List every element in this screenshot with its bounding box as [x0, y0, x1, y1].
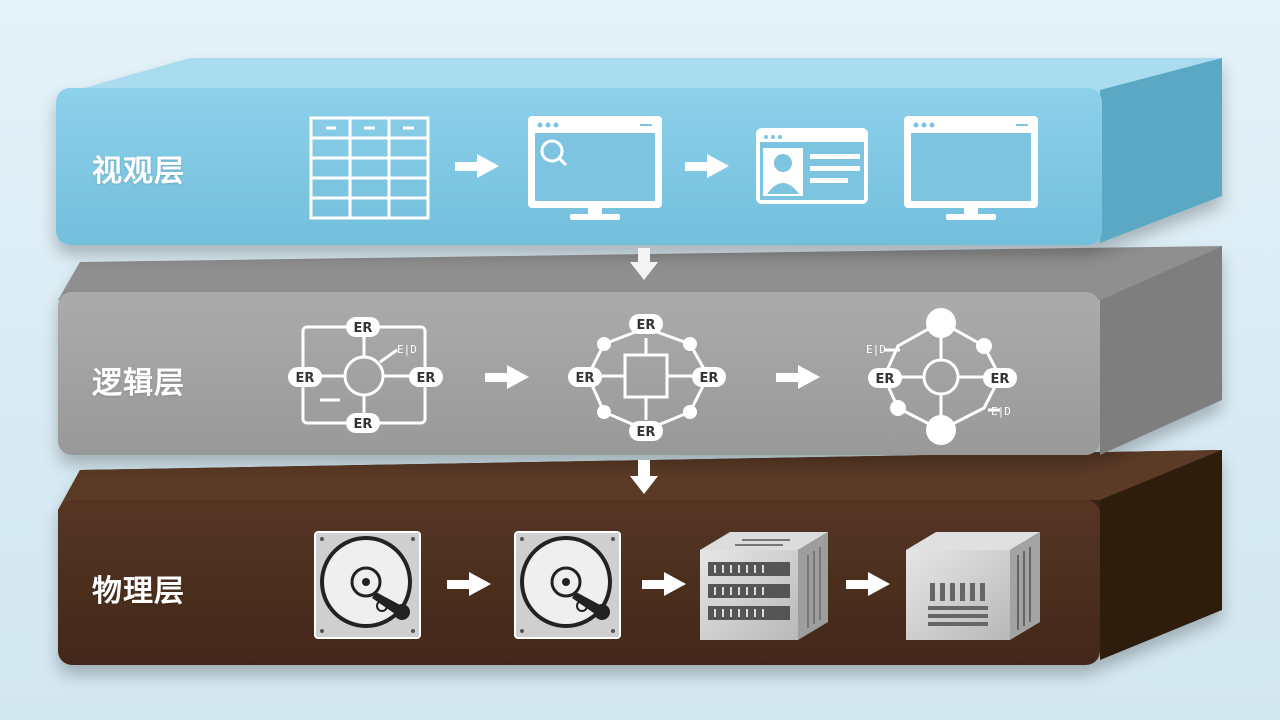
er-node: ER	[629, 421, 663, 441]
arrow-right-icon	[447, 572, 491, 596]
er-node: ER	[692, 367, 726, 387]
svg-text:ER: ER	[417, 371, 436, 386]
arrow-right-icon	[642, 572, 686, 596]
svg-text:ER: ER	[296, 371, 315, 386]
er-node: ER	[868, 368, 902, 388]
hard-drive-icon	[314, 531, 421, 639]
layer-label-physical: 物理层	[92, 574, 185, 609]
er-node: ER	[568, 367, 602, 387]
svg-text:E|D: E|D	[397, 343, 417, 356]
arrow-right-icon	[485, 365, 529, 389]
svg-text:E|D: E|D	[991, 405, 1011, 418]
er-diagram-2: ER ER ER ER	[568, 314, 726, 441]
svg-text:ER: ER	[991, 372, 1010, 387]
svg-text:ER: ER	[354, 417, 373, 432]
server-box-icon	[906, 532, 1040, 640]
er-diagram-3: E|D E|D ER ER	[866, 308, 1017, 445]
layer-label-logic: 逻辑层	[92, 366, 185, 401]
monitor-search-icon	[528, 116, 662, 220]
er-node: ER	[629, 314, 663, 334]
svg-text:ER: ER	[637, 318, 656, 333]
down-arrow-logic-to-physical	[630, 460, 658, 494]
arrow-right-icon	[685, 154, 729, 178]
svg-text:ER: ER	[354, 321, 373, 336]
er-node: ER	[288, 367, 322, 387]
down-arrow-view-to-logic	[630, 248, 658, 280]
server-rack-icon	[700, 532, 828, 640]
layer-label-view: 视观层	[92, 154, 185, 189]
table-icon	[309, 116, 430, 220]
hard-drive-icon	[514, 531, 621, 639]
er-node: ER	[346, 413, 380, 433]
monitor-icon	[904, 116, 1038, 220]
svg-text:ER: ER	[876, 372, 895, 387]
er-diagram-1: E|D ER ER ER ER	[288, 317, 443, 433]
er-node: ER	[983, 368, 1017, 388]
svg-text:ER: ER	[637, 425, 656, 440]
arrow-right-icon	[455, 154, 499, 178]
arrow-right-icon	[776, 365, 820, 389]
er-node: ER	[346, 317, 380, 337]
profile-card-icon	[756, 128, 868, 204]
svg-text:E|D: E|D	[866, 343, 886, 356]
svg-text:ER: ER	[700, 371, 719, 386]
svg-text:ER: ER	[576, 371, 595, 386]
er-node: ER	[409, 367, 443, 387]
arrow-right-icon	[846, 572, 890, 596]
